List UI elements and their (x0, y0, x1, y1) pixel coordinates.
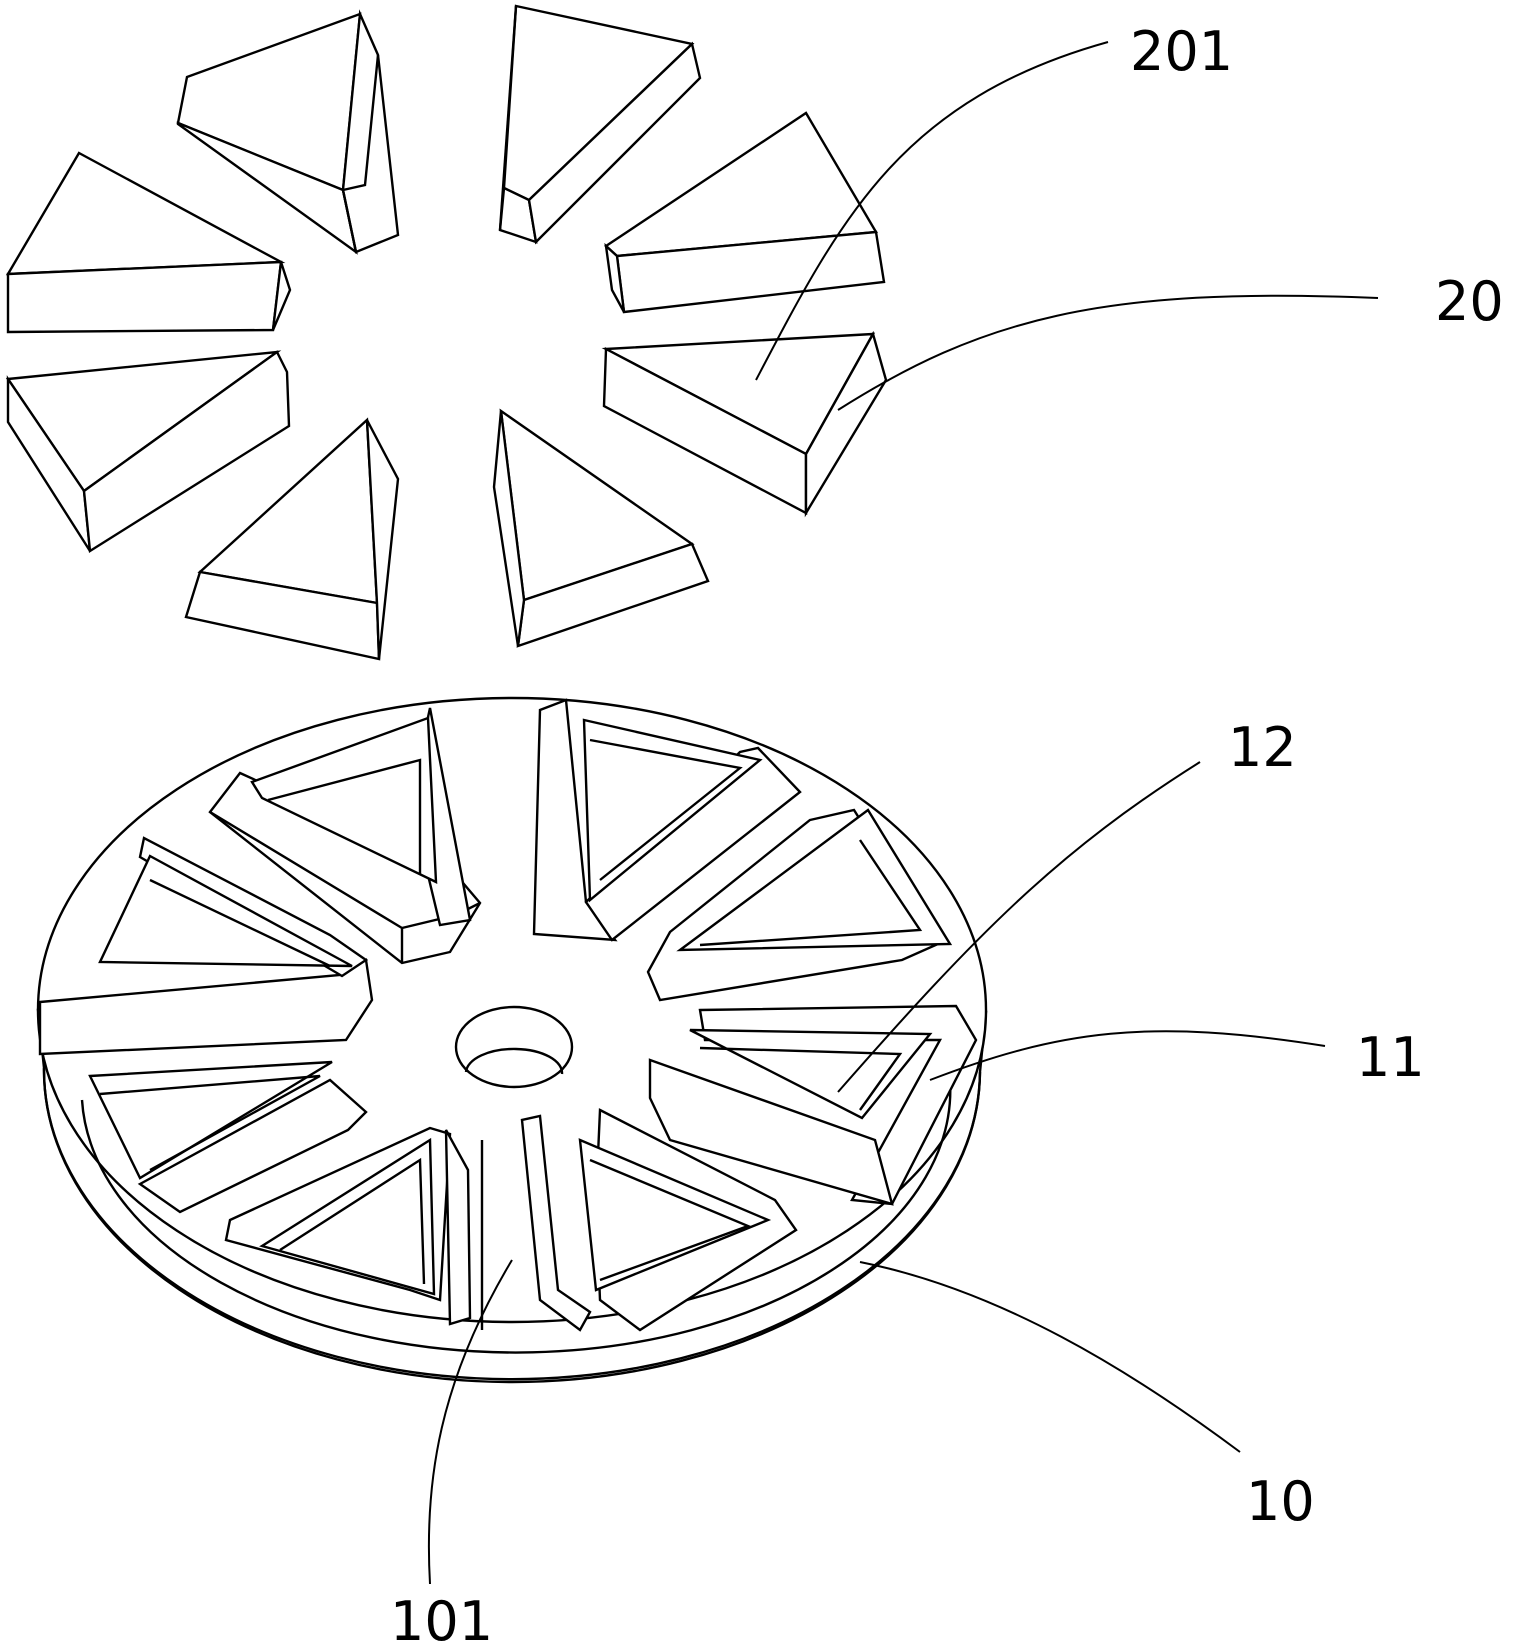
segment-bottom-left (184, 417, 400, 661)
segment-left-top (5, 151, 292, 334)
label-11: 11 (1356, 1026, 1425, 1089)
segment-bottom-right (492, 408, 710, 648)
pockets (88, 716, 953, 1296)
center-hole (454, 1005, 574, 1089)
leader-11 (929, 1030, 1326, 1081)
label-20: 20 (1435, 270, 1504, 333)
leader-10 (859, 1261, 1241, 1453)
segment-left-bottom (5, 350, 291, 554)
label-101: 101 (390, 1590, 493, 1647)
segment-top-left (176, 9, 400, 255)
leader-12 (837, 761, 1201, 1093)
leader-101 (427, 1259, 513, 1585)
leader-lines (427, 41, 1379, 1585)
label-12: 12 (1228, 716, 1297, 779)
label-201: 201 (1130, 20, 1233, 83)
segment-right (601, 330, 888, 518)
segment-top-mid (498, 4, 702, 245)
segment-right-upper (604, 111, 886, 314)
reference-labels: 201 20 12 11 10 101 (390, 20, 1504, 1652)
disc-base (36, 696, 988, 1384)
leader-20 (837, 294, 1379, 411)
label-10: 10 (1246, 1470, 1315, 1533)
segments-group (5, 4, 888, 661)
leader-201 (755, 41, 1109, 381)
